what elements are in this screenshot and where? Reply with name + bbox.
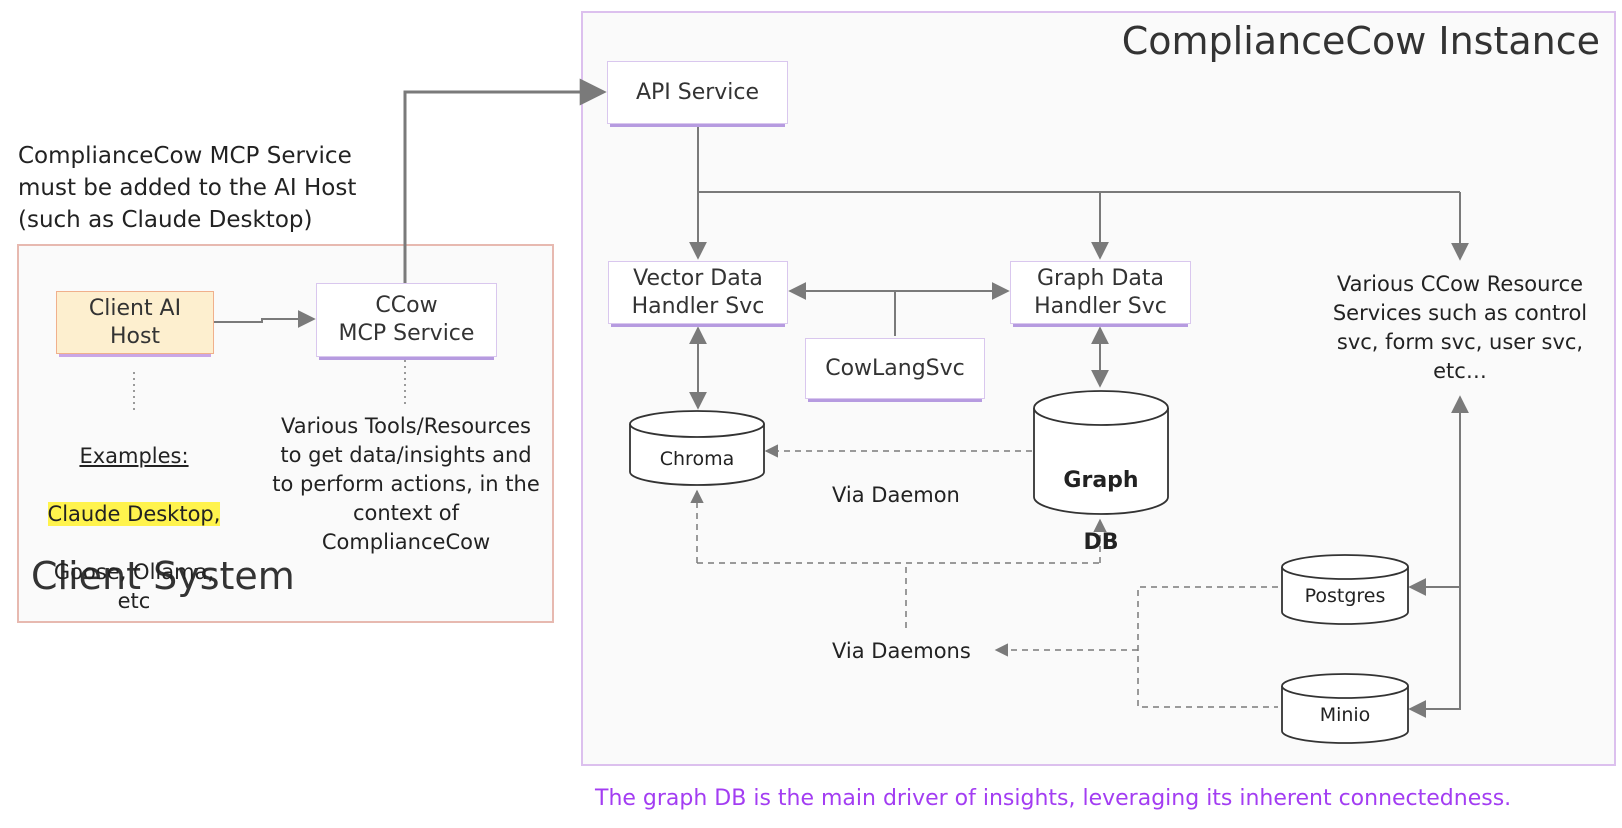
graph-db-label-line1: Graph — [1063, 468, 1139, 493]
resources-to-minio-arrow — [1408, 395, 1469, 718]
chroma-label: Chroma — [659, 448, 735, 470]
client-ai-host-label: Client AI Host — [88, 295, 182, 349]
mcp-note: ComplianceCow MCP Service must be added … — [18, 143, 357, 233]
resource-services-note: Various CCow Resource Services such as c… — [1332, 272, 1588, 383]
examples-heading: Examples: — [79, 444, 189, 468]
cowlang-label: CowLangSvc — [825, 355, 965, 381]
minio-db — [1281, 673, 1409, 744]
footer-caption: The graph DB is the main driver of insig… — [595, 786, 1512, 811]
examples-block: Examples: Claude Desktop, Goose, Ollama,… — [34, 413, 234, 645]
client-system-title: Client System — [31, 554, 295, 598]
mcp-service-label: CCow MCP Service — [338, 293, 475, 346]
graph-handler-label: Graph Data Handler Svc — [1034, 265, 1167, 319]
client-to-mcp-arrow — [213, 310, 316, 328]
client-ai-host-box: Client AI Host — [56, 291, 214, 354]
api-bus-line — [697, 124, 1460, 193]
api-service-box: API Service — [607, 61, 788, 124]
graph-handler-box: Graph Data Handler Svc — [1010, 261, 1191, 324]
mcp-to-api-arrow — [403, 78, 607, 285]
tools-note: Various Tools/Resources to get data/insi… — [272, 414, 540, 554]
minio-label: Minio — [1319, 704, 1371, 726]
postgres-label: Postgres — [1304, 585, 1386, 607]
examples-rest: Goose, Ollama, etc — [53, 560, 215, 613]
examples-highlighted: Claude Desktop, — [47, 502, 221, 526]
instance-title: ComplianceCow Instance — [1121, 19, 1600, 63]
chroma-db — [629, 410, 765, 486]
mcp-service-box: CCow MCP Service — [316, 283, 497, 357]
storage-daemon-dashed — [1137, 586, 1278, 708]
via-daemons-label: Via Daemons — [832, 639, 971, 663]
vector-handler-box: Vector Data Handler Svc — [608, 261, 788, 324]
cowlang-box: CowLangSvc — [805, 338, 985, 399]
graph-db-label: Graph DB — [1034, 434, 1168, 589]
graph-db — [1033, 390, 1169, 515]
vector-handler-label: Vector Data Handler Svc — [631, 265, 765, 319]
graph-db-label-line2: DB — [1083, 530, 1119, 555]
postgres-db — [1281, 554, 1409, 625]
via-daemon-label: Via Daemon — [832, 483, 960, 507]
api-service-label: API Service — [635, 79, 760, 105]
